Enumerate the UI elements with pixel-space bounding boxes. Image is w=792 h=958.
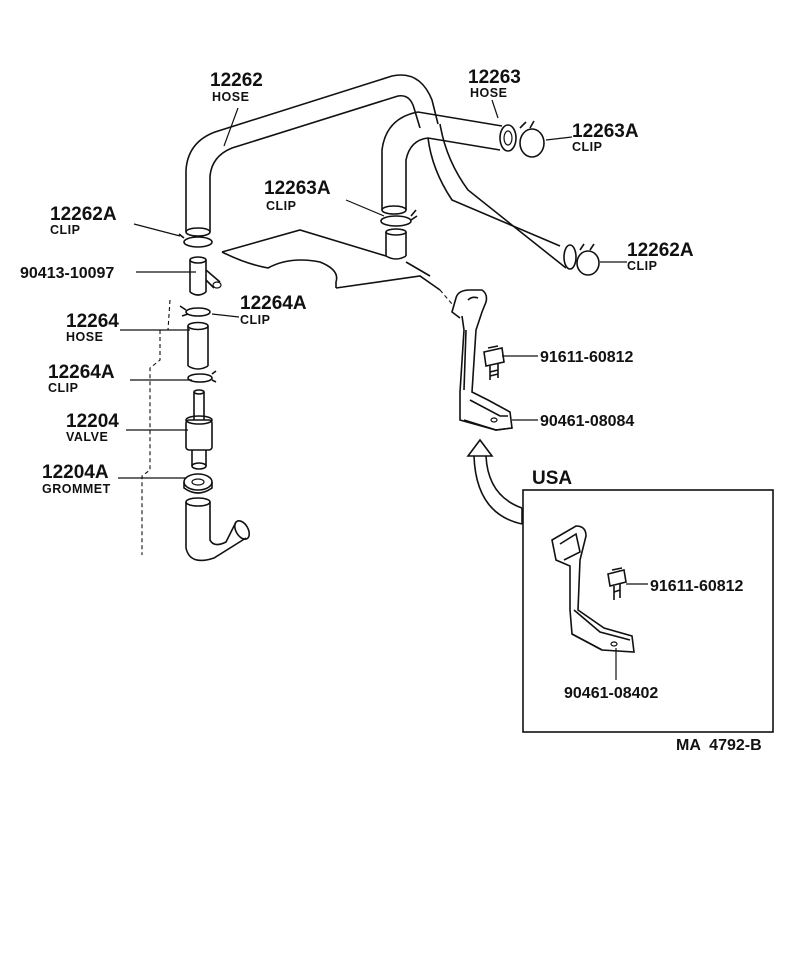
bracket-usa-drawing <box>551 525 635 653</box>
label-hose-12262: 12262 HOSE <box>210 70 263 104</box>
svg-text:12264A: 12264A <box>48 362 115 383</box>
svg-text:90461-08402: 90461-08402 <box>564 685 658 702</box>
bolt-usa-drawing <box>607 567 627 600</box>
clip-12264a-upper-drawing <box>179 305 211 317</box>
svg-text:12263: 12263 <box>468 67 521 88</box>
label-clip-12263a-top: 12263A CLIP <box>572 121 639 154</box>
lower-hose-drawing <box>185 497 251 562</box>
label-valve-12204: 12204 VALVE <box>66 411 119 444</box>
svg-text:12263A: 12263A <box>264 178 331 199</box>
pipe-90413-drawing <box>189 256 222 296</box>
svg-text:GROMMET: GROMMET <box>42 482 111 496</box>
svg-text:CLIP: CLIP <box>48 381 78 395</box>
svg-text:12264: 12264 <box>66 311 119 332</box>
svg-text:91611-60812: 91611-60812 <box>540 349 634 366</box>
svg-text:12204A: 12204A <box>42 462 109 483</box>
svg-text:12204: 12204 <box>66 411 119 432</box>
svg-text:USA: USA <box>532 468 572 489</box>
valve-12204-drawing <box>185 389 213 470</box>
label-bracket-usa: 90461-08402 <box>564 685 658 702</box>
label-diagram-code: MA 4792-B <box>676 737 762 754</box>
label-clip-12264a-upper: 12264A CLIP <box>240 293 307 327</box>
leader-lines <box>118 99 648 680</box>
pipe-stub-drawing <box>385 228 407 260</box>
svg-text:12262A: 12262A <box>627 240 694 261</box>
bracket-main-drawing <box>439 289 513 431</box>
label-clip-12262a-left: 12262A CLIP <box>50 204 117 237</box>
grommet-12204a-drawing <box>183 473 213 494</box>
svg-text:91611-60812: 91611-60812 <box>650 578 744 595</box>
hose-12262-drawing <box>185 74 439 237</box>
svg-text:CLIP: CLIP <box>572 140 602 154</box>
svg-text:12262: 12262 <box>210 70 263 91</box>
label-usa: USA <box>532 468 572 489</box>
svg-text:12262A: 12262A <box>50 204 117 225</box>
usa-inset-box <box>522 489 774 733</box>
label-hose-12264: 12264 HOSE <box>66 311 119 344</box>
svg-text:CLIP: CLIP <box>240 313 270 327</box>
svg-text:CLIP: CLIP <box>266 199 296 213</box>
hose-12263-drawing <box>381 111 577 270</box>
label-clip-12262a-right: 12262A CLIP <box>627 240 694 273</box>
svg-text:HOSE: HOSE <box>66 330 103 344</box>
label-clip-12263a-mid: 12263A CLIP <box>264 178 331 213</box>
svg-text:CLIP: CLIP <box>627 259 657 273</box>
svg-text:90413-10097: 90413-10097 <box>20 265 114 282</box>
label-bolt-usa: 91611-60812 <box>650 578 744 595</box>
label-clip-12264a-lower: 12264A CLIP <box>48 362 115 395</box>
svg-text:VALVE: VALVE <box>66 430 108 444</box>
svg-text:12263A: 12263A <box>572 121 639 142</box>
engine-outline-drawing <box>141 229 441 555</box>
svg-text:HOSE: HOSE <box>470 86 507 100</box>
clip-drawings <box>178 120 600 276</box>
bolt-main-drawing <box>483 345 505 380</box>
label-pipe-90413: 90413-10097 <box>20 265 114 282</box>
label-hose-12263: 12263 HOSE <box>468 67 521 100</box>
svg-text:HOSE: HOSE <box>212 90 249 104</box>
svg-text:MA 4792-B: MA 4792-B <box>676 737 762 754</box>
clip-12264a-lower-drawing <box>187 370 217 383</box>
label-bracket-main: 90461-08084 <box>540 413 634 430</box>
label-bolt-main: 91611-60812 <box>540 349 634 366</box>
svg-text:12264A: 12264A <box>240 293 307 314</box>
hose-12264-drawing <box>187 321 209 370</box>
label-grommet-12204a: 12204A GROMMET <box>42 462 111 496</box>
svg-text:90461-08084: 90461-08084 <box>540 413 634 430</box>
arrow-drawing <box>466 438 523 525</box>
svg-text:CLIP: CLIP <box>50 223 80 237</box>
